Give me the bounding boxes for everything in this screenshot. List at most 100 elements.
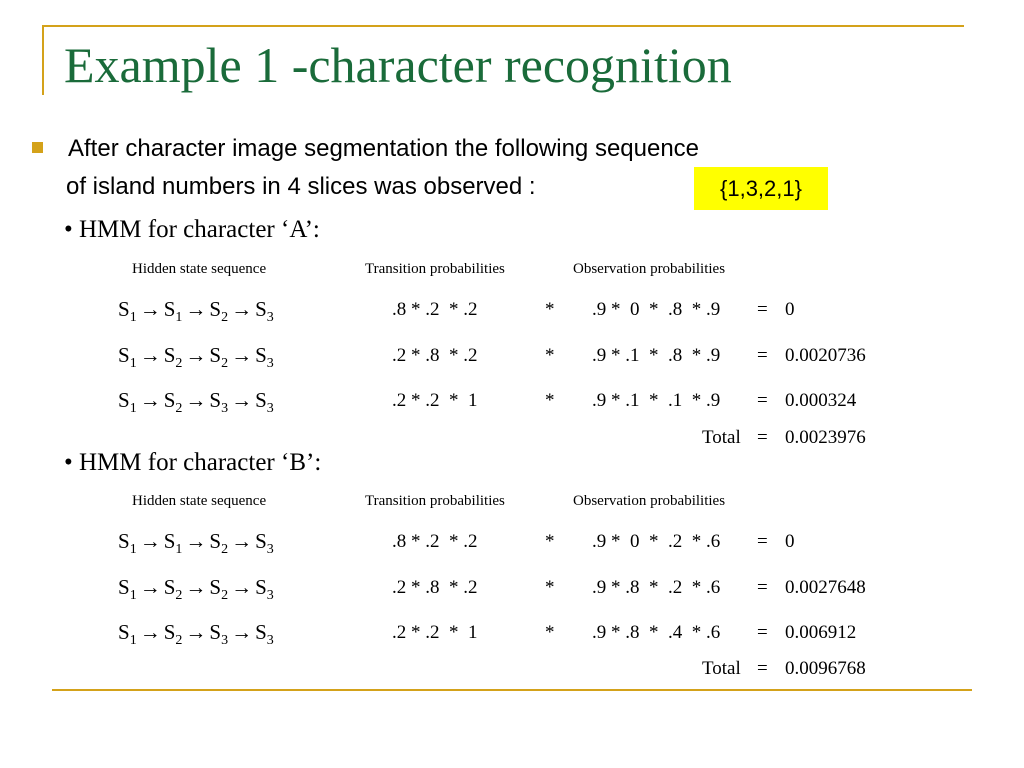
arrow-icon: → bbox=[185, 529, 207, 553]
equals-sign: = bbox=[757, 577, 768, 598]
observation-product: .9 * .1 * .8 * .9 bbox=[592, 345, 721, 366]
state-symbol: S bbox=[118, 620, 130, 644]
hmm-a-total-label: Total bbox=[702, 427, 741, 448]
state-index: 1 bbox=[175, 542, 183, 558]
multiply-sign: * bbox=[545, 577, 555, 598]
state-index: 1 bbox=[129, 542, 137, 558]
state-symbol: S bbox=[255, 620, 267, 644]
hmm-a-heading: • HMM for character ‘A’: bbox=[64, 216, 320, 243]
equals-sign: = bbox=[757, 299, 768, 320]
arrow-icon: → bbox=[185, 388, 207, 412]
arrow-icon: → bbox=[231, 343, 253, 367]
state-index: 2 bbox=[221, 588, 229, 604]
state-symbol: S bbox=[163, 388, 176, 412]
state-index: 3 bbox=[266, 356, 274, 372]
state-index: 2 bbox=[221, 310, 229, 326]
equals-sign: = bbox=[757, 531, 768, 552]
state-symbol: S bbox=[163, 620, 176, 644]
top-rule bbox=[42, 25, 964, 27]
state-symbol: S bbox=[163, 343, 176, 367]
state-index: 1 bbox=[129, 356, 137, 372]
state-index: 3 bbox=[266, 542, 274, 558]
multiply-sign: * bbox=[545, 299, 555, 320]
multiply-sign: * bbox=[545, 390, 555, 411]
state-sequence: S1→S2→S2→S3 bbox=[118, 575, 274, 604]
state-symbol: S bbox=[255, 529, 267, 553]
multiply-sign: * bbox=[545, 345, 555, 366]
state-index: 3 bbox=[221, 401, 229, 417]
hmm-a-total-equals: = bbox=[757, 427, 768, 448]
hmm-b-heading: • HMM for character ‘B’: bbox=[64, 449, 322, 476]
state-index: 2 bbox=[175, 401, 183, 417]
state-symbol: S bbox=[118, 297, 130, 321]
state-index: 3 bbox=[266, 310, 274, 326]
state-index: 1 bbox=[175, 310, 183, 326]
state-symbol: S bbox=[118, 575, 130, 599]
state-symbol: S bbox=[209, 529, 222, 553]
state-symbol: S bbox=[209, 620, 222, 644]
row-result: 0.000324 bbox=[785, 390, 857, 411]
row-result: 0 bbox=[785, 531, 795, 552]
multiply-sign: * bbox=[545, 531, 555, 552]
state-symbol: S bbox=[163, 575, 176, 599]
state-index: 1 bbox=[129, 401, 137, 417]
transition-product: .2 * .8 * .2 bbox=[392, 577, 478, 598]
state-symbol: S bbox=[209, 575, 222, 599]
state-sequence: S1→S2→S3→S3 bbox=[118, 620, 274, 649]
hmm-b-total-equals: = bbox=[757, 658, 768, 679]
hmm-a-col-hidden: Hidden state sequence bbox=[132, 261, 267, 277]
row-result: 0.006912 bbox=[785, 622, 857, 643]
equals-sign: = bbox=[757, 390, 768, 411]
observation-product: .9 * 0 * .8 * .9 bbox=[592, 299, 721, 320]
transition-product: .2 * .8 * .2 bbox=[392, 345, 478, 366]
state-symbol: S bbox=[255, 297, 267, 321]
state-symbol: S bbox=[118, 343, 130, 367]
intro-line-2: of island numbers in 4 slices was observ… bbox=[66, 173, 536, 200]
row-result: 0.0027648 bbox=[785, 577, 866, 598]
equals-sign: = bbox=[757, 345, 768, 366]
transition-product: .2 * .2 * 1 bbox=[392, 622, 478, 643]
state-symbol: S bbox=[163, 529, 176, 553]
state-index: 2 bbox=[221, 542, 229, 558]
hmm-b-total-value: 0.0096768 bbox=[785, 658, 866, 679]
hmm-a-col-observation: Observation probabilities bbox=[573, 261, 726, 277]
state-symbol: S bbox=[163, 297, 176, 321]
arrow-icon: → bbox=[139, 620, 161, 644]
arrow-icon: → bbox=[185, 575, 207, 599]
intro-line-1: After character image segmentation the f… bbox=[68, 135, 700, 162]
hmm-a-total-value: 0.0023976 bbox=[785, 427, 866, 448]
arrow-icon: → bbox=[231, 297, 253, 321]
transition-product: .8 * .2 * .2 bbox=[392, 299, 478, 320]
observation-product: .9 * 0 * .2 * .6 bbox=[592, 531, 721, 552]
state-index: 2 bbox=[221, 356, 229, 372]
state-symbol: S bbox=[209, 388, 222, 412]
state-symbol: S bbox=[118, 529, 130, 553]
state-index: 2 bbox=[175, 356, 183, 372]
state-symbol: S bbox=[209, 343, 222, 367]
arrow-icon: → bbox=[139, 297, 161, 321]
equals-sign: = bbox=[757, 622, 768, 643]
state-index: 3 bbox=[266, 588, 274, 604]
observation-product: .9 * .1 * .1 * .9 bbox=[592, 390, 721, 411]
hmm-b-col-hidden: Hidden state sequence bbox=[132, 493, 267, 509]
arrow-icon: → bbox=[185, 620, 207, 644]
arrow-icon: → bbox=[139, 575, 161, 599]
state-sequence: S1→S2→S3→S3 bbox=[118, 388, 274, 417]
state-symbol: S bbox=[209, 297, 222, 321]
row-result: 0 bbox=[785, 299, 795, 320]
state-index: 1 bbox=[129, 588, 137, 604]
state-index: 3 bbox=[266, 633, 274, 649]
hmm-b-col-observation: Observation probabilities bbox=[573, 493, 726, 509]
left-rule bbox=[42, 25, 44, 95]
hmm-a-col-transition: Transition probabilities bbox=[365, 261, 505, 277]
state-symbol: S bbox=[255, 388, 267, 412]
arrow-icon: → bbox=[139, 343, 161, 367]
observation-product: .9 * .8 * .4 * .6 bbox=[592, 622, 721, 643]
transition-product: .2 * .2 * 1 bbox=[392, 390, 478, 411]
state-index: 3 bbox=[266, 401, 274, 417]
state-index: 2 bbox=[175, 633, 183, 649]
arrow-icon: → bbox=[231, 620, 253, 644]
observation-product: .9 * .8 * .2 * .6 bbox=[592, 577, 721, 598]
hmm-b-total-label: Total bbox=[702, 658, 741, 679]
state-index: 1 bbox=[129, 633, 137, 649]
